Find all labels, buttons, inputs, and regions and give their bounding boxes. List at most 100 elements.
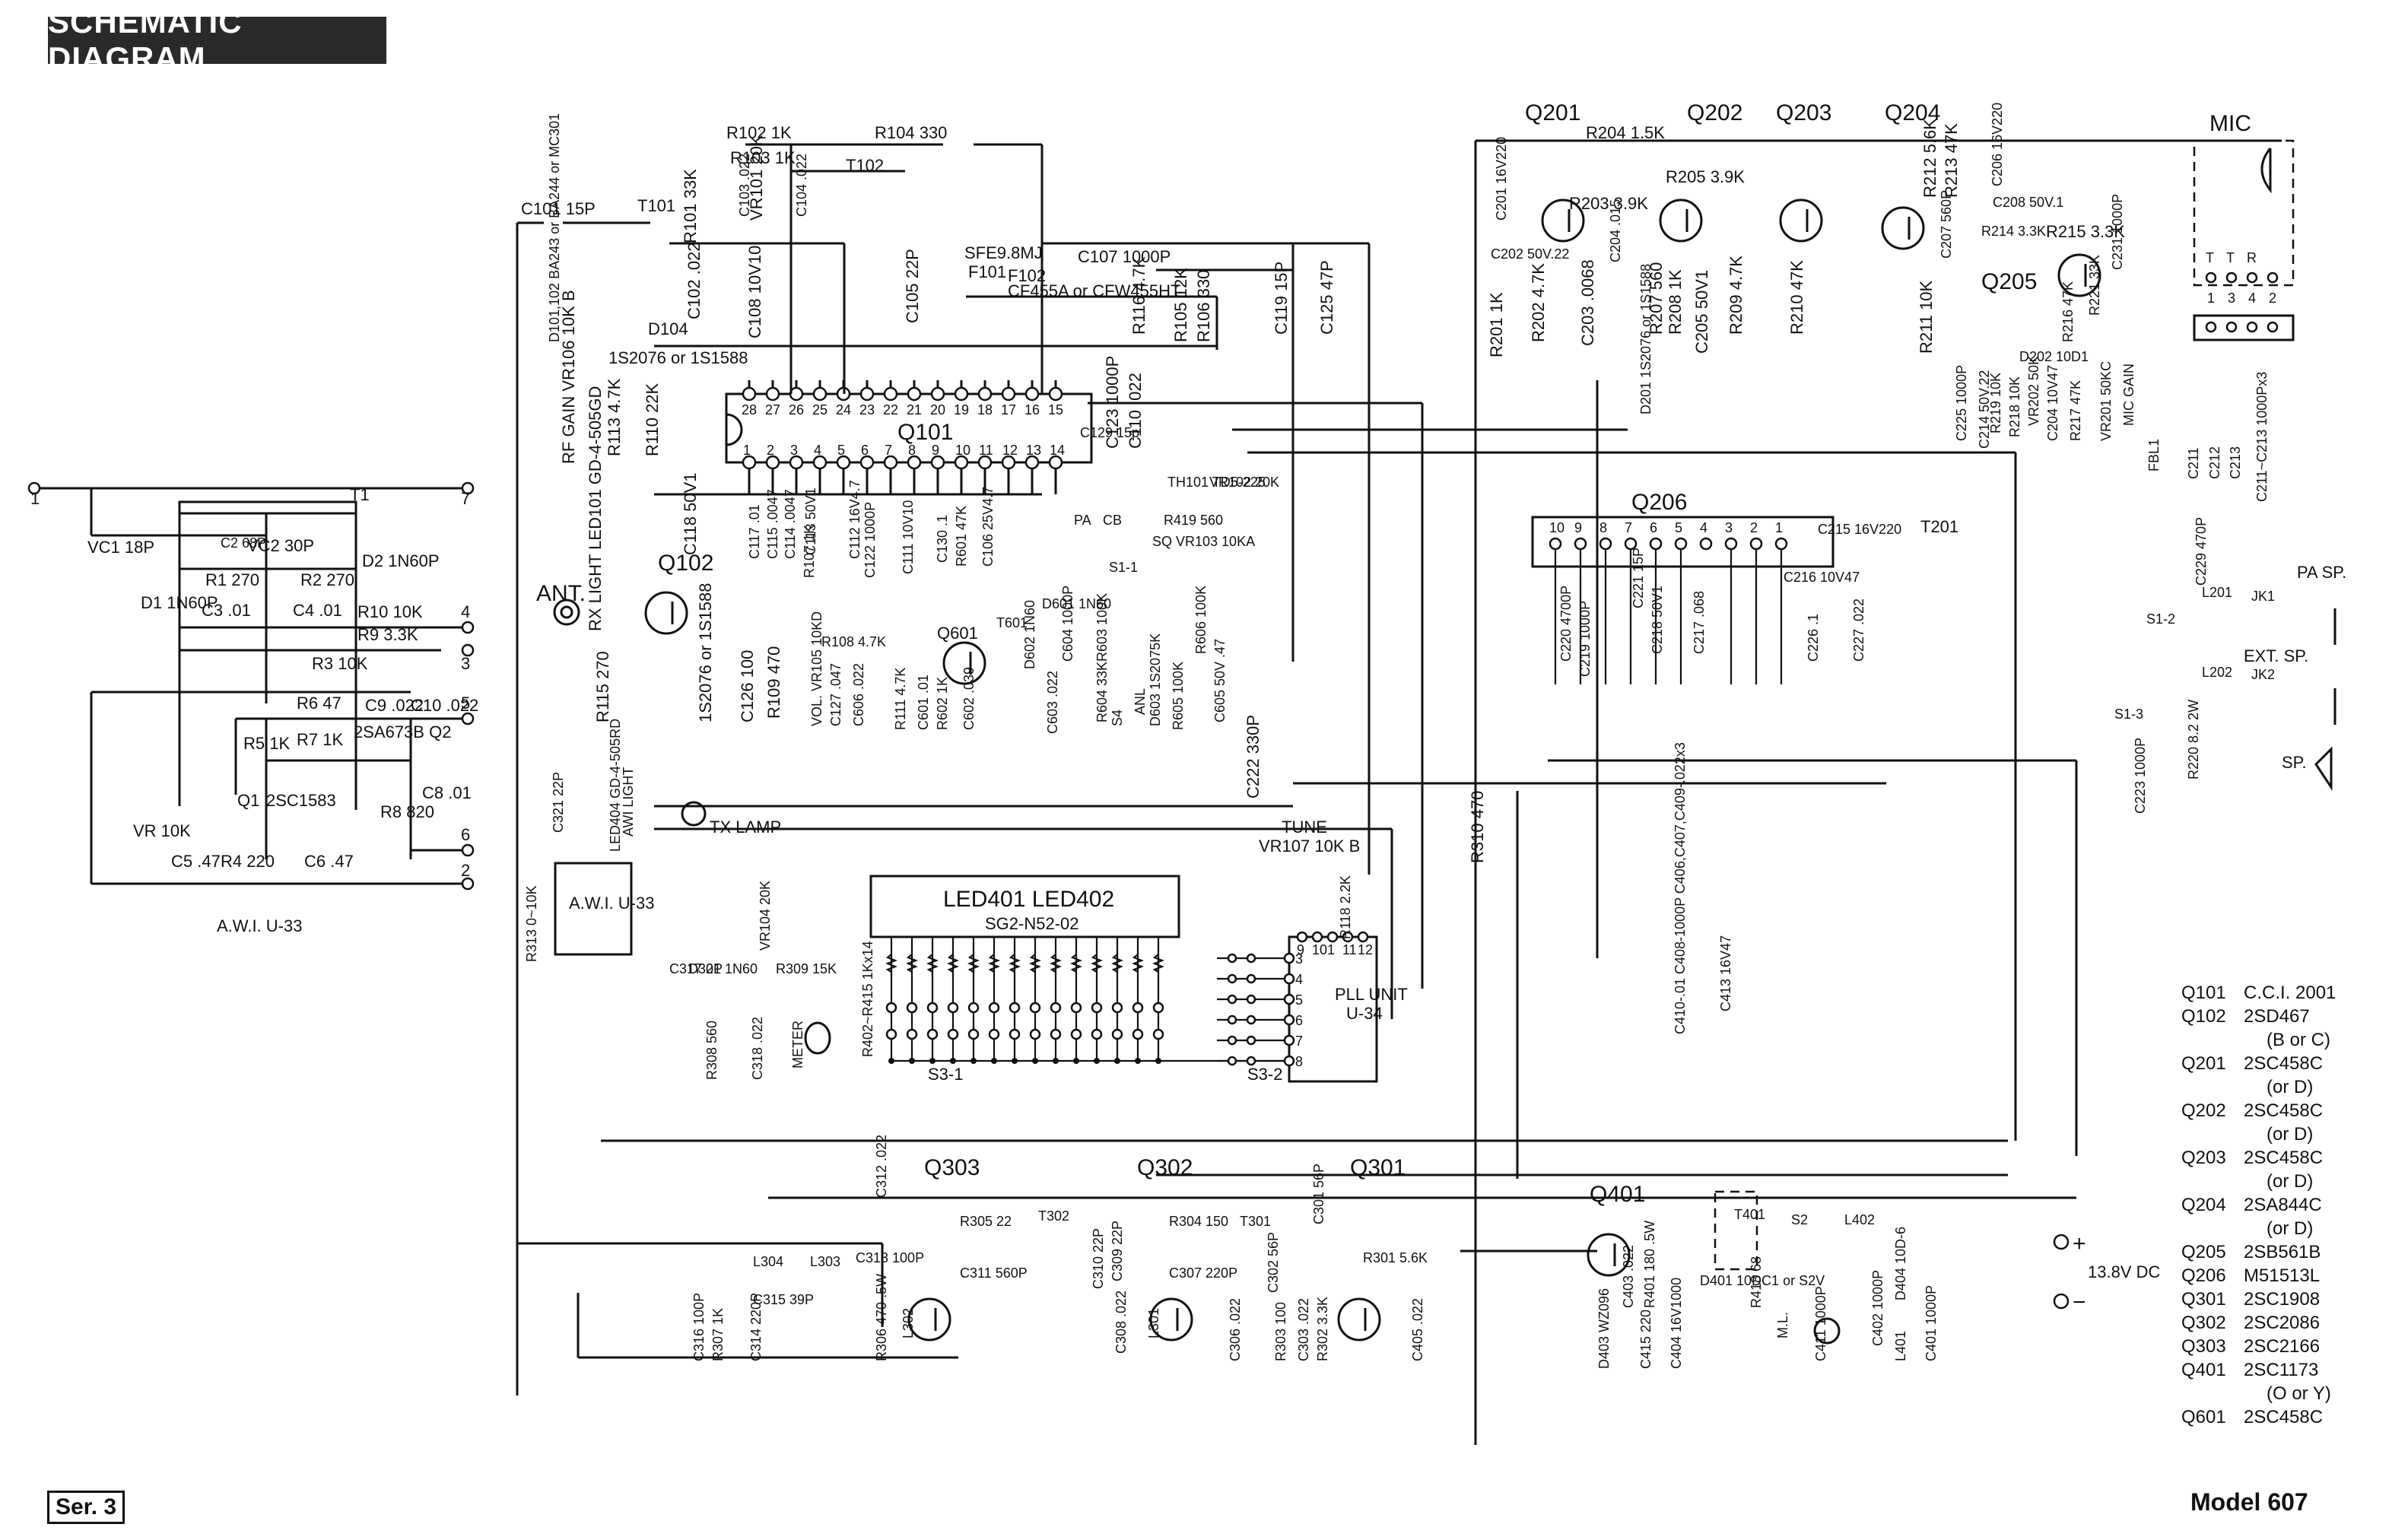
- part-alternate: (B or C): [2267, 1030, 2330, 1050]
- component-label: R107 1K: [802, 525, 817, 578]
- transistor-symbol: [942, 641, 986, 685]
- component-label: R601 47K: [954, 506, 969, 567]
- component-label: C114 .0047: [783, 489, 798, 559]
- component-label: C605 50V .47: [1212, 639, 1228, 722]
- meter-lamp-icon: [1813, 1317, 1841, 1345]
- pll-pin: [1357, 931, 1369, 943]
- svg-text:5: 5: [461, 694, 470, 713]
- led-resistor: [1029, 954, 1041, 973]
- component-label: TUNE: [1282, 818, 1327, 837]
- component-label: C103 .022: [737, 154, 752, 217]
- component-label: C301 56P: [1311, 1164, 1326, 1224]
- component-label: L302: [901, 1308, 916, 1338]
- component-label: TH101 TD5-225: [1167, 475, 1266, 490]
- component-label: L201: [2202, 585, 2232, 600]
- part-alternate: (or D): [2267, 1124, 2314, 1145]
- q206-pin-label: 3: [1725, 520, 1733, 535]
- part-ref: Q203: [2181, 1148, 2226, 1168]
- component-label: Q203: [1776, 100, 1831, 125]
- awi-u33-detail: 1 7 4 3 5 6 2 T1 VC1 18P VC2 30P C2 68P …: [27, 481, 478, 935]
- component-label: R221 33K: [2087, 255, 2102, 316]
- q101-pin-label: 16: [1024, 402, 1040, 418]
- q101-pin-label: 14: [1050, 443, 1065, 458]
- svg-text:R3 10K: R3 10K: [312, 654, 368, 673]
- pll-pin-label: 10: [1312, 942, 1327, 957]
- q101-pin: [812, 455, 828, 470]
- svg-text:Q206: Q206: [1631, 490, 1687, 515]
- channel-switch-contact: [988, 1002, 1000, 1014]
- component-label: D301 1N60: [688, 961, 758, 976]
- svg-text:R5 1K: R5 1K: [243, 734, 290, 753]
- q101-pin-label: 2: [767, 443, 774, 458]
- component-label: VR201 50KC: [2098, 361, 2114, 441]
- component-label: C413 16V47: [1718, 935, 1733, 1011]
- q101-pin-label: 13: [1026, 443, 1041, 458]
- component-label: L402: [1844, 1212, 1875, 1227]
- svg-text:R2 270: R2 270: [300, 570, 354, 589]
- transistor-symbols: [553, 198, 2101, 1345]
- channel-switch-contact: [1152, 1002, 1164, 1014]
- component-label: R116 4.7K: [1129, 256, 1148, 335]
- component-label: FBL1: [2146, 439, 2162, 472]
- q206-pin: [1749, 537, 1763, 551]
- pll-pin: [1283, 993, 1295, 1005]
- transistor-symbol: [1149, 1297, 1193, 1342]
- led-resistor: [926, 954, 939, 973]
- q101-pin: [1024, 386, 1040, 402]
- part-number: 2SD467: [2244, 1006, 2310, 1027]
- component-label: L301: [1146, 1308, 1161, 1338]
- q206-pin: [1699, 537, 1713, 551]
- component-label: C201 16V220: [1494, 137, 1509, 221]
- q101-pin: [1048, 455, 1063, 470]
- transistor-symbol: [1659, 198, 1703, 243]
- q101-pin-label: 24: [836, 402, 851, 418]
- component-label: Q204: [1885, 100, 1940, 125]
- q101-pin: [812, 386, 828, 402]
- component-label: C111 10V10: [901, 500, 916, 574]
- component-label: EXT. SP.: [2244, 646, 2308, 665]
- component-label: T301: [1240, 1214, 1271, 1229]
- channel-switch-contact: [1132, 1002, 1144, 1014]
- svg-text:VC2 30P: VC2 30P: [247, 536, 314, 555]
- pll-pin-label: 11: [1342, 942, 1357, 957]
- component-label: R102 1K: [726, 123, 792, 142]
- component-label: SFE9.8MJ: [964, 243, 1043, 262]
- q101-pin: [1001, 386, 1016, 402]
- mic-pin-label: 3: [2228, 291, 2235, 306]
- transistor-symbol: [1337, 1297, 1381, 1342]
- component-label: Q301: [1350, 1155, 1406, 1180]
- component-label: T302: [1038, 1208, 1069, 1224]
- pll-pin: [1296, 931, 1308, 943]
- channel-switch-contact: [906, 1002, 918, 1014]
- series-badge: Ser. 3: [47, 1491, 125, 1524]
- q101-pin: [883, 455, 898, 470]
- component-label: S1-2: [2146, 611, 2175, 627]
- component-label: C313 100P: [856, 1250, 924, 1265]
- channel-switch-contact: [1111, 1002, 1123, 1014]
- transistor-symbol: [644, 591, 688, 635]
- component-label: D101,102 BA243 or BA244 or MC301: [547, 113, 562, 342]
- component-label: R203 3.9K: [1569, 194, 1648, 213]
- component-label: C303 .022: [1296, 1298, 1311, 1361]
- q101-pin-label: 28: [742, 402, 757, 418]
- component-label: Q601: [937, 624, 978, 643]
- parts-list-alt-row: (O or Y): [2181, 1382, 2392, 1405]
- component-label: R201 1K: [1487, 292, 1506, 357]
- parts-list-alt-row: (or D): [2181, 1170, 2392, 1193]
- q206-pin: [1599, 537, 1612, 551]
- part-number: 2SC1173: [2244, 1360, 2319, 1380]
- svg-text:C2 68P: C2 68P: [221, 535, 266, 551]
- q206-pin-label: 6: [1650, 520, 1657, 535]
- component-label: R606 100K: [1193, 586, 1209, 654]
- component-label: Q303: [924, 1155, 980, 1180]
- pll-pin: [1283, 1034, 1295, 1046]
- led-resistor: [1152, 954, 1164, 973]
- svg-text:C4 .01: C4 .01: [293, 601, 342, 620]
- part-ref: Q205: [2181, 1242, 2226, 1262]
- q206-pin-label: 8: [1599, 520, 1607, 535]
- q101-pin: [859, 455, 875, 470]
- svg-text:C10 .022: C10 .022: [411, 696, 478, 715]
- part-alternate: (or D): [2267, 1218, 2314, 1239]
